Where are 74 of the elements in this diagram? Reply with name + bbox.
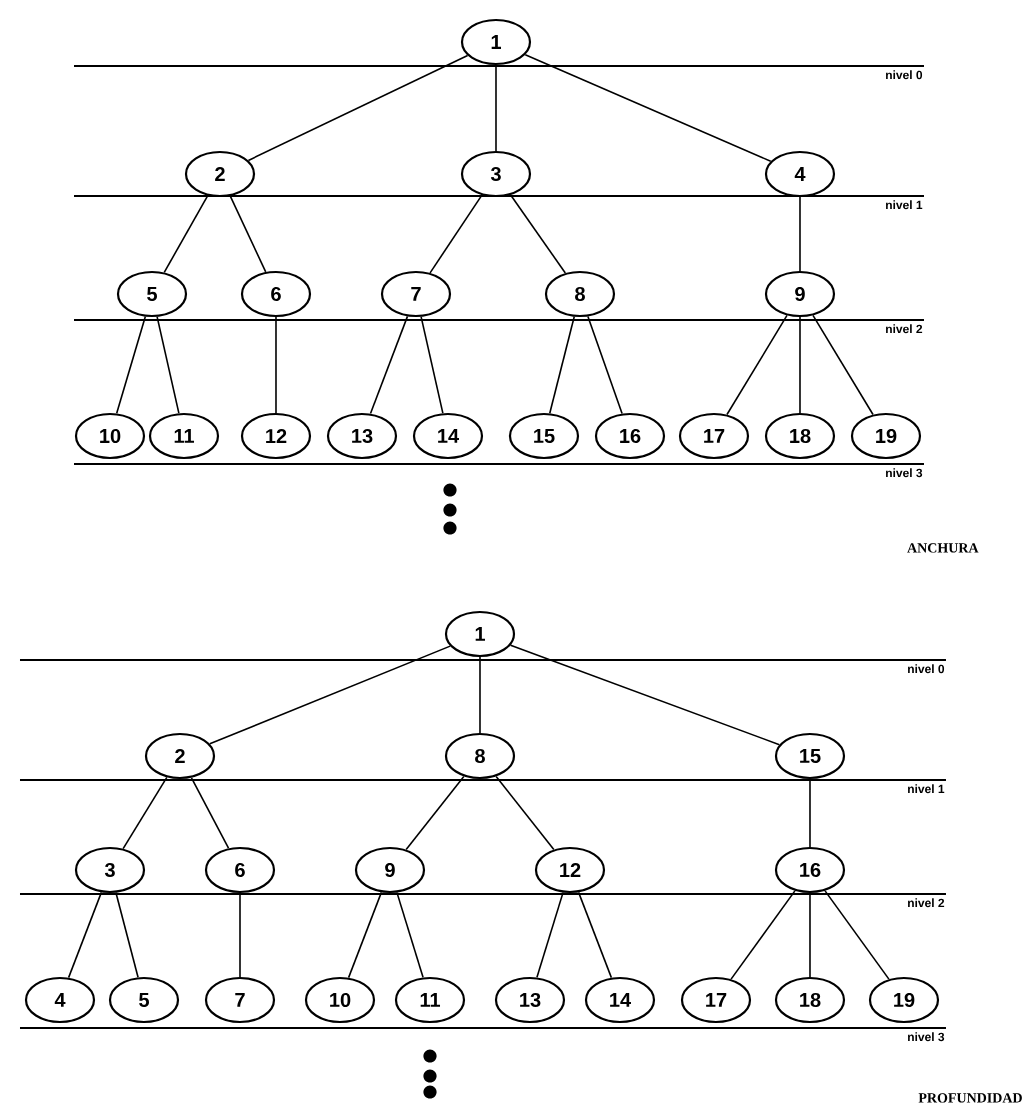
tree-edge bbox=[809, 778, 811, 848]
tree-node: 5 bbox=[108, 976, 180, 1024]
tree-edge bbox=[509, 644, 781, 746]
tree-node: 2 bbox=[144, 732, 216, 780]
tree-node: 7 bbox=[380, 270, 452, 318]
tree-edge bbox=[420, 316, 444, 414]
tree-edge bbox=[209, 645, 451, 745]
tree-edge bbox=[587, 315, 623, 415]
tree-node: 14 bbox=[412, 412, 484, 460]
tree-edge bbox=[396, 891, 424, 979]
tree-node: 11 bbox=[148, 412, 220, 460]
tree-edge bbox=[369, 315, 409, 415]
tree-edge bbox=[115, 891, 139, 978]
tree-edge bbox=[405, 775, 465, 851]
tree-edge bbox=[429, 194, 483, 274]
tree-node: 4 bbox=[764, 150, 836, 198]
tree-edge bbox=[115, 315, 147, 415]
tree-edge bbox=[67, 891, 103, 979]
tree-edge bbox=[524, 53, 772, 163]
tree-node: 16 bbox=[774, 846, 846, 894]
tree-node: 8 bbox=[444, 732, 516, 780]
tree-node: 9 bbox=[764, 270, 836, 318]
tree-node: 15 bbox=[508, 412, 580, 460]
tree-edge bbox=[536, 891, 564, 979]
tree-edge bbox=[495, 775, 555, 851]
tree-edge bbox=[163, 194, 209, 274]
tree-node: 3 bbox=[74, 846, 146, 894]
tree-node: 12 bbox=[240, 412, 312, 460]
tree-edge bbox=[730, 890, 796, 980]
tree-edge bbox=[799, 316, 801, 414]
tree-node: 16 bbox=[594, 412, 666, 460]
tree-node: 6 bbox=[204, 846, 276, 894]
tree-node: 12 bbox=[534, 846, 606, 894]
tree-edge bbox=[156, 316, 180, 414]
tree-node: 13 bbox=[494, 976, 566, 1024]
tree-node: 17 bbox=[680, 976, 752, 1024]
tree-edge bbox=[509, 194, 567, 274]
tree-edge bbox=[824, 890, 890, 980]
tree-node: 1 bbox=[444, 610, 516, 658]
tree-edge bbox=[479, 656, 481, 734]
tree-node: 8 bbox=[544, 270, 616, 318]
tree-node: 15 bbox=[774, 732, 846, 780]
tree-edge bbox=[495, 64, 497, 152]
tree-node: 1 bbox=[460, 18, 532, 66]
tree-edge bbox=[799, 196, 801, 272]
tree-edge bbox=[726, 314, 788, 416]
tree-edge bbox=[809, 892, 811, 978]
tree-edge bbox=[548, 315, 575, 414]
tree-node: 11 bbox=[394, 976, 466, 1024]
tree-node: 17 bbox=[678, 412, 750, 460]
tree-node: 13 bbox=[326, 412, 398, 460]
tree-node: 10 bbox=[74, 412, 146, 460]
tree-edge bbox=[577, 891, 613, 979]
tree-edge bbox=[229, 195, 267, 273]
tree-node: 4 bbox=[24, 976, 96, 1024]
tree-node: 6 bbox=[240, 270, 312, 318]
tree-node: 5 bbox=[116, 270, 188, 318]
tree-node: 3 bbox=[460, 150, 532, 198]
tree-node: 19 bbox=[868, 976, 940, 1024]
tree-node: 10 bbox=[304, 976, 376, 1024]
tree-edge bbox=[190, 777, 230, 849]
tree-edge bbox=[347, 891, 383, 979]
tree-edge bbox=[239, 892, 241, 978]
tree-node: 14 bbox=[584, 976, 656, 1024]
tree-edge bbox=[275, 316, 277, 414]
tree-node: 7 bbox=[204, 976, 276, 1024]
tree-node: 18 bbox=[774, 976, 846, 1024]
tree-node: 9 bbox=[354, 846, 426, 894]
tree-edge bbox=[812, 314, 874, 416]
tree-edge bbox=[247, 54, 469, 162]
tree-node: 19 bbox=[850, 412, 922, 460]
tree-edge bbox=[122, 776, 168, 850]
tree-node: 2 bbox=[184, 150, 256, 198]
tree-node: 18 bbox=[764, 412, 836, 460]
